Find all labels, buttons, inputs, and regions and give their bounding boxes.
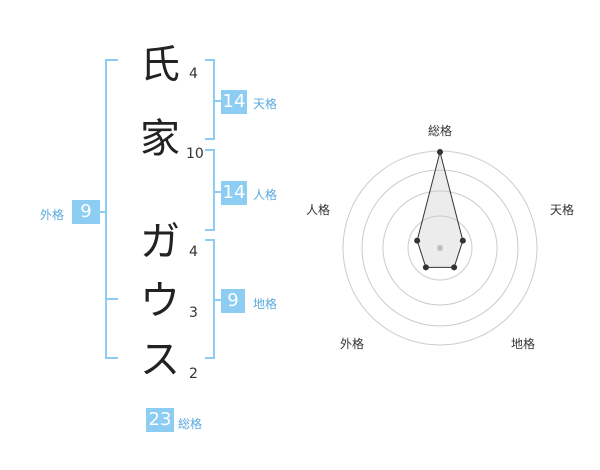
name-char-4: ウ <box>140 278 180 324</box>
tenkaku-value-badge: 14 <box>221 90 247 114</box>
soukaku-value-badge: 23 <box>146 408 174 432</box>
tenkaku-label: 天格 <box>253 97 278 111</box>
name-char-2: 家 <box>140 116 180 162</box>
radar-point-5 <box>414 237 421 244</box>
chikaku-label: 地格 <box>253 297 278 311</box>
stroke-count-5: 2 <box>189 366 198 382</box>
jinkaku-label: 人格 <box>253 188 278 202</box>
name-char-1: 氏 <box>140 42 180 88</box>
soukaku-label: 総格 <box>178 417 203 431</box>
radar-ring-1 <box>407 215 473 281</box>
radar-axis-label-5: 人格 <box>306 203 331 217</box>
name-char-5: ス <box>140 337 180 383</box>
radar-center-dot <box>437 245 443 251</box>
gaikaku-bracket <box>105 59 118 359</box>
radar-polygon <box>416 151 464 268</box>
jinkaku-bracket <box>205 149 215 231</box>
radar-ring-2 <box>382 190 498 306</box>
radar-point-4 <box>422 264 429 271</box>
gaikaku-value-badge: 9 <box>72 200 100 224</box>
stroke-count-4: 3 <box>189 305 198 321</box>
jinkaku-value-badge: 14 <box>221 181 247 205</box>
stroke-count-1: 4 <box>189 66 198 82</box>
tenkaku-bracket <box>205 59 215 140</box>
chikaku-value-badge: 9 <box>221 289 245 313</box>
stroke-count-3: 4 <box>189 244 198 260</box>
radar-axis-label-1: 総格 <box>428 124 453 138</box>
radar-point-2 <box>459 237 466 244</box>
stroke-count-2: 10 <box>186 146 204 162</box>
name-char-3: ガ <box>140 219 180 265</box>
radar-point-3 <box>451 264 458 271</box>
radar-point-1 <box>437 149 443 155</box>
radar-axis-label-4: 外格 <box>340 337 365 351</box>
radar-ring-3 <box>361 169 519 327</box>
radar-axis-label-2: 天格 <box>550 203 575 217</box>
gaikaku-label: 外格 <box>40 208 65 222</box>
radar-axis-label-3: 地格 <box>511 337 536 351</box>
